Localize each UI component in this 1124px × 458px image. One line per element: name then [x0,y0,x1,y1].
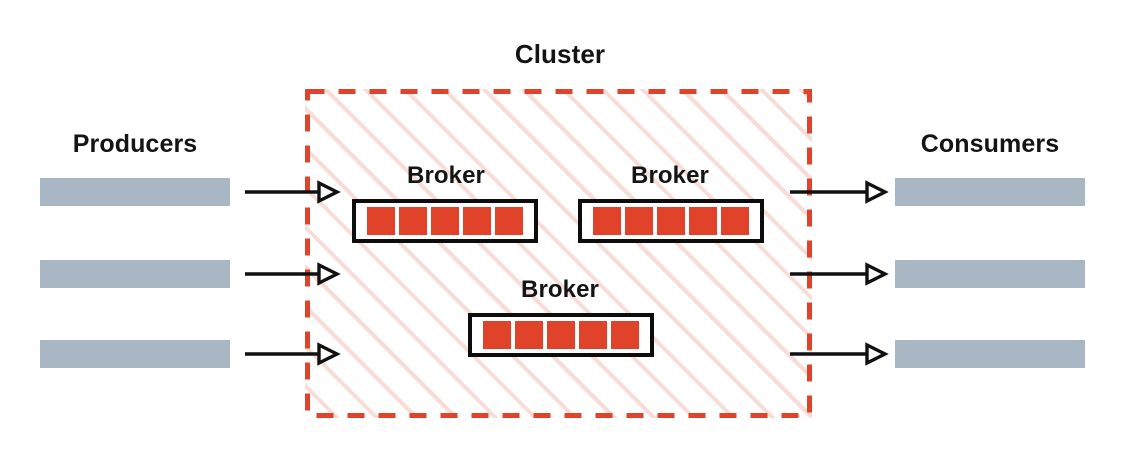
producer-bar-2[interactable] [40,260,230,288]
broker-label-1: Broker [407,162,485,189]
broker-box-3[interactable] [468,313,654,357]
partition-block [547,321,575,349]
partition-block [515,321,543,349]
cluster-boundary [305,89,812,418]
cluster-title: Cluster [514,39,606,69]
arrow-cluster-to-consumer-3 [790,342,889,366]
broker-box-2[interactable] [578,199,764,243]
partition-block [625,207,653,235]
partition-block [431,207,459,235]
cluster-hatch-pattern [305,89,812,418]
producers-label: Producers [72,130,198,158]
broker-label-2: Broker [631,162,709,189]
partition-block [593,207,621,235]
consumer-bar-1[interactable] [895,178,1085,206]
consumers-label: Consumers [920,130,1060,158]
consumer-bar-3[interactable] [895,340,1085,368]
partition-block [463,207,491,235]
broker-label-3: Broker [521,276,599,303]
arrow-producer-3-to-cluster [245,342,341,366]
consumer-bar-2[interactable] [895,260,1085,288]
partition-block [367,207,395,235]
producer-bar-1[interactable] [40,178,230,206]
partition-block [721,207,749,235]
broker-box-1[interactable] [352,199,538,243]
arrow-cluster-to-consumer-2 [790,262,889,286]
partition-block [579,321,607,349]
producer-bar-3[interactable] [40,340,230,368]
partition-block [689,207,717,235]
arrow-producer-2-to-cluster [245,262,341,286]
partition-block [657,207,685,235]
arrow-cluster-to-consumer-1 [790,180,889,204]
partition-block [611,321,639,349]
partition-block [483,321,511,349]
partition-block [495,207,523,235]
partition-block [399,207,427,235]
arrow-producer-1-to-cluster [245,180,341,204]
